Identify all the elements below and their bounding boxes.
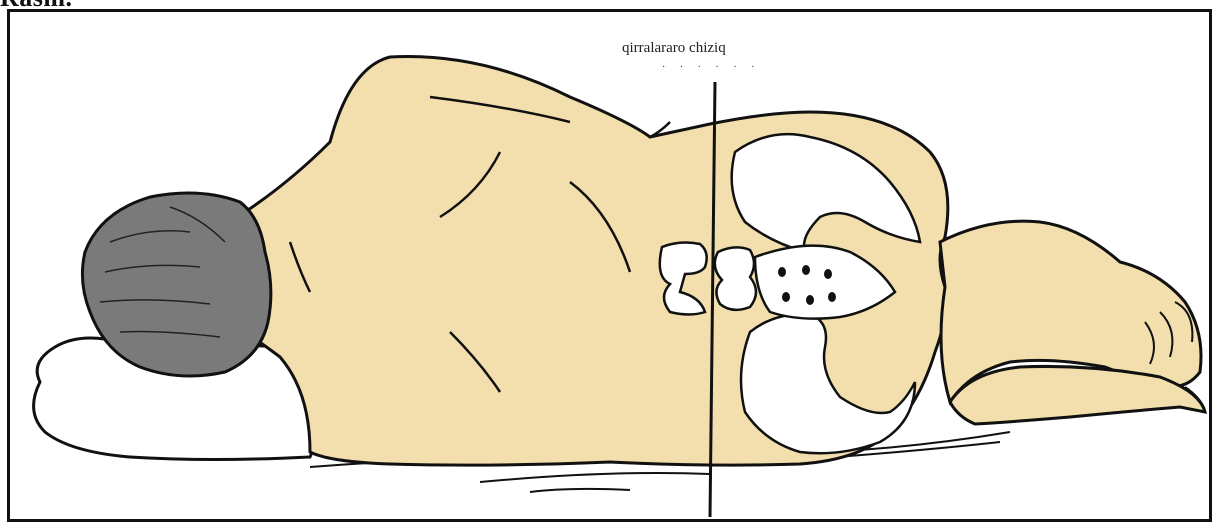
label-dotted-fragment: · · · · · · — [662, 62, 760, 73]
intercrestal-line-label: qirralararo chiziq — [622, 40, 726, 57]
illustration-frame: qirralararo chiziq · · · · · · — [7, 9, 1212, 522]
patient-lateral-decubitus-illustration — [10, 12, 1209, 519]
lumbar-vertebra-2 — [715, 247, 756, 309]
head-hair — [82, 193, 270, 376]
